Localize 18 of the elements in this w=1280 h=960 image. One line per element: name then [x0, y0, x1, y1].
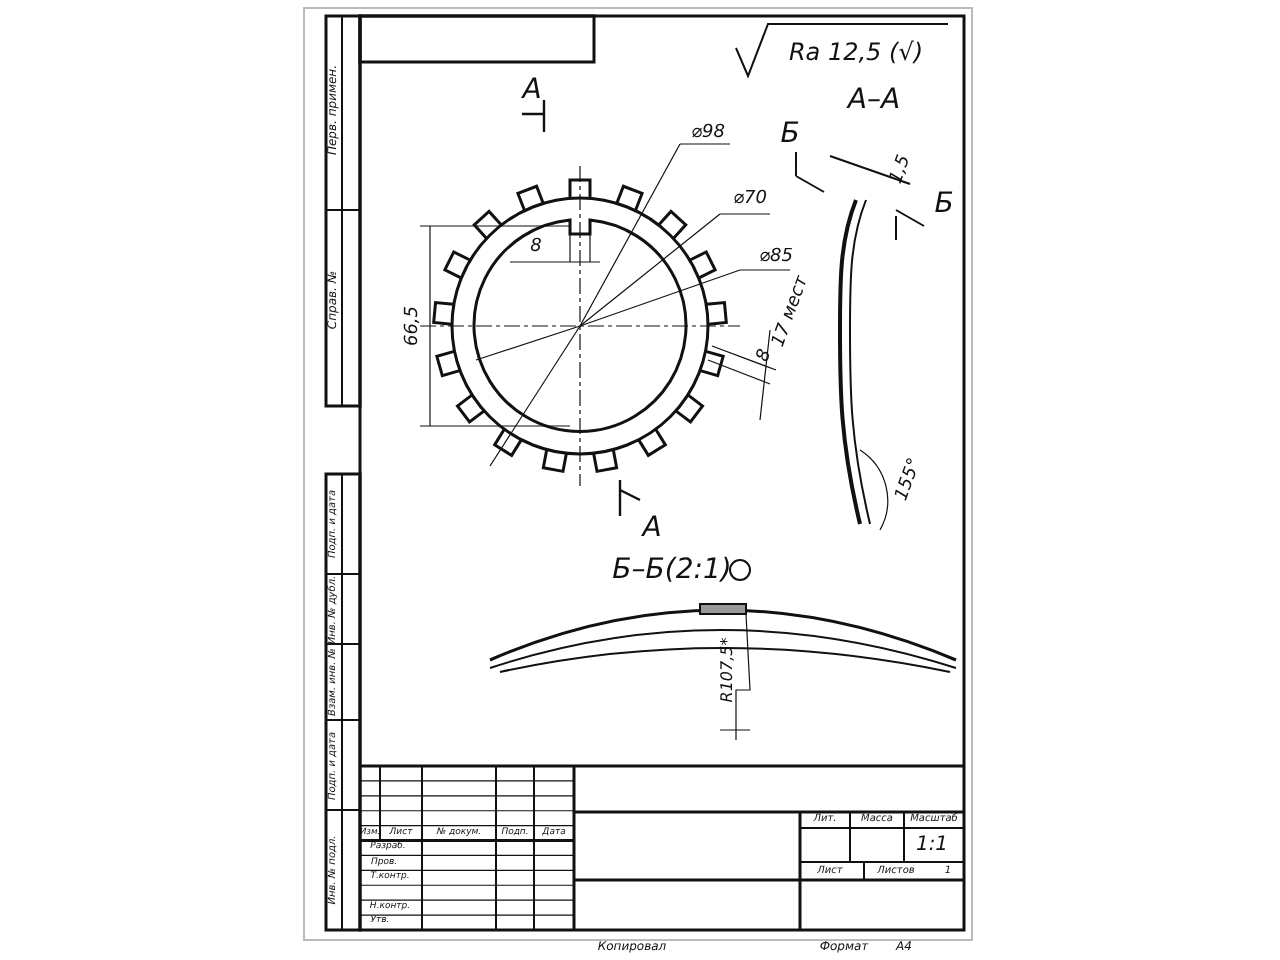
- dimension-label: 8: [755, 347, 777, 365]
- cell-text: 1:1: [915, 836, 949, 856]
- dimension-label: ⌀98: [691, 125, 725, 143]
- section-label: Б: [780, 120, 800, 148]
- dimension-label: ⌀70: [733, 191, 767, 209]
- roughness-label: Ra 12,5 (√): [788, 40, 924, 64]
- section-label: А: [522, 76, 542, 104]
- section-label: А–А: [847, 86, 901, 114]
- section-label: Б–Б(2:1): [612, 556, 732, 584]
- section-label: Б: [934, 190, 954, 218]
- dimension-label: 1,5: [888, 153, 916, 187]
- dimension-label: 17 мест: [770, 274, 814, 350]
- dimension-label: R107,5*: [720, 637, 736, 703]
- dimension-label: 8: [530, 239, 542, 257]
- section-label: А: [642, 514, 662, 542]
- dimension-label: 155°: [894, 456, 926, 504]
- dimension-label: 66,5: [405, 305, 423, 347]
- dimension-label: ⌀85: [759, 249, 793, 267]
